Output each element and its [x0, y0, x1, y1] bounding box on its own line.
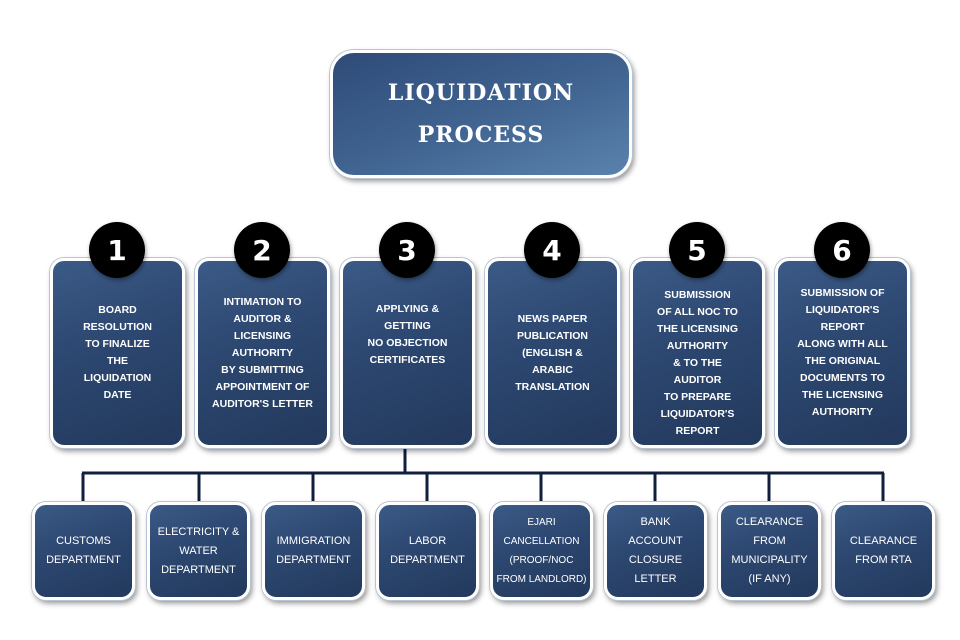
- department-label-immigration: IMMIGRATION DEPARTMENT: [276, 535, 351, 566]
- step-number-6: 6: [814, 222, 870, 278]
- department-label-customs: CUSTOMS DEPARTMENT: [46, 535, 121, 566]
- step-text-6: SUBMISSION OF LIQUIDATOR'S REPORT ALONG …: [797, 287, 888, 418]
- department-label-bank: BANK ACCOUNT CLOSURE LETTER: [628, 516, 683, 585]
- step-number-1: 1: [89, 222, 145, 278]
- department-label-municipality: CLEARANCE FROM MUNICIPALITY (IF ANY): [731, 516, 808, 585]
- department-label-electricity-water: ELECTRICITY & WATER DEPARTMENT: [157, 525, 240, 576]
- department-box-bank: BANK ACCOUNT CLOSURE LETTER: [604, 502, 707, 600]
- department-box-electricity-water: ELECTRICITY & WATER DEPARTMENT: [147, 502, 250, 600]
- step-number-5: 5: [669, 222, 725, 278]
- step-number-4: 4: [524, 222, 580, 278]
- department-label-ejari: EJARI CANCELLATION (PROOF/NOC FROM LANDL…: [496, 517, 587, 585]
- title-box: LIQUIDATION PROCESS: [330, 50, 632, 178]
- step-box-1: BOARD RESOLUTION TO FINALIZE THE LIQUIDA…: [50, 258, 185, 448]
- step-box-2: INTIMATION TO AUDITOR & LICENSING AUTHOR…: [195, 258, 330, 448]
- step-number-3: 3: [379, 222, 435, 278]
- department-box-customs: CUSTOMS DEPARTMENT: [32, 502, 135, 600]
- department-box-immigration: IMMIGRATION DEPARTMENT: [262, 502, 365, 600]
- step-text-4: NEWS PAPER PUBLICATION (ENGLISH & ARABIC…: [515, 312, 590, 393]
- step-box-6: SUBMISSION OF LIQUIDATOR'S REPORT ALONG …: [775, 258, 910, 448]
- department-label-labor: LABOR DEPARTMENT: [390, 535, 465, 566]
- step-number-2: 2: [234, 222, 290, 278]
- step-text-2: INTIMATION TO AUDITOR & LICENSING AUTHOR…: [212, 295, 313, 410]
- department-box-rta: CLEARANCE FROM RTA: [832, 502, 935, 600]
- step-text-3: APPLYING & GETTING NO OBJECTION CERTIFIC…: [367, 303, 448, 366]
- department-label-rta: CLEARANCE FROM RTA: [849, 535, 918, 566]
- department-box-municipality: CLEARANCE FROM MUNICIPALITY (IF ANY): [718, 502, 821, 600]
- diagram-title: LIQUIDATION PROCESS: [387, 80, 575, 148]
- step-box-5: SUBMISSION OF ALL NOC TO THE LICENSING A…: [630, 258, 765, 448]
- department-box-ejari: EJARI CANCELLATION (PROOF/NOC FROM LANDL…: [490, 502, 593, 600]
- step-text-1: BOARD RESOLUTION TO FINALIZE THE LIQUIDA…: [83, 304, 152, 401]
- step-text-5: SUBMISSION OF ALL NOC TO THE LICENSING A…: [656, 289, 739, 437]
- step-box-3: APPLYING & GETTING NO OBJECTION CERTIFIC…: [340, 258, 475, 448]
- department-box-labor: LABOR DEPARTMENT: [376, 502, 479, 600]
- step-box-4: NEWS PAPER PUBLICATION (ENGLISH & ARABIC…: [485, 258, 620, 448]
